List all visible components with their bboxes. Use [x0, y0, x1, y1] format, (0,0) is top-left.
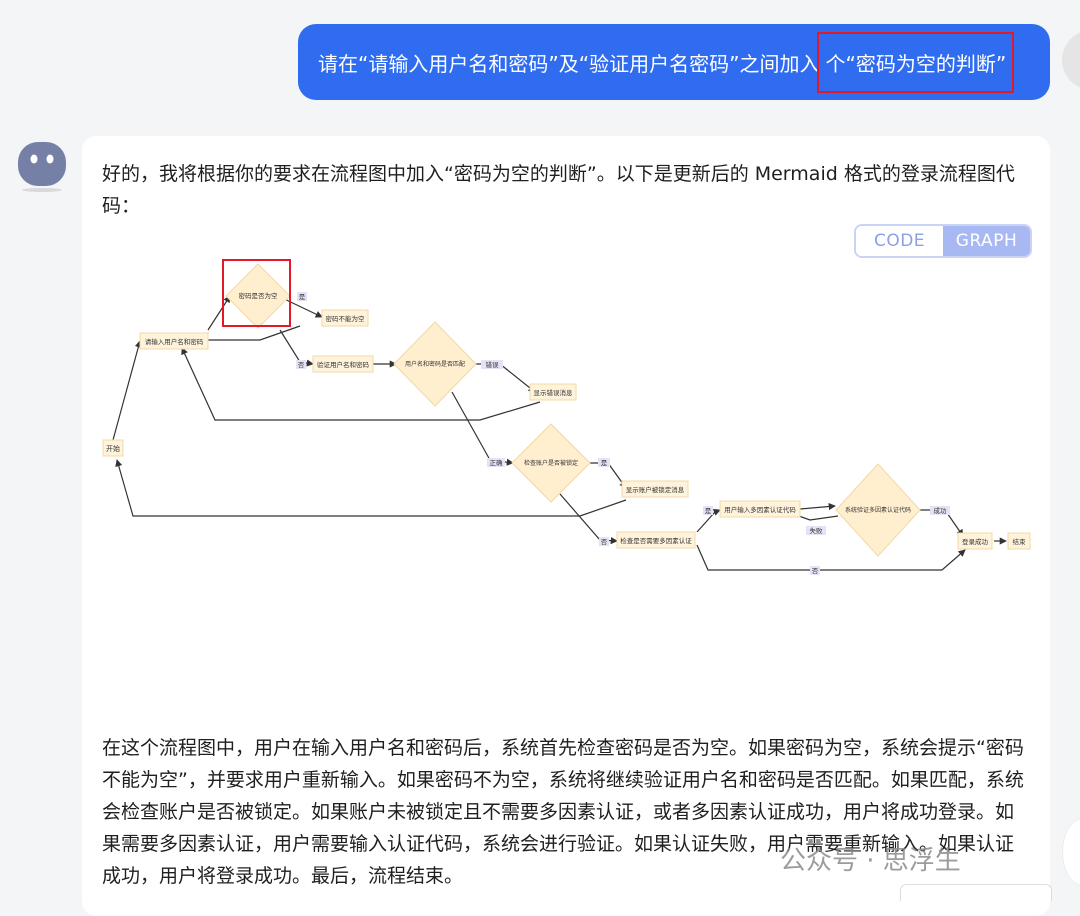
- avatar-shadow: [22, 188, 62, 192]
- flow-edges: [112, 295, 1007, 571]
- user-avatar: [1062, 30, 1080, 90]
- node-pwd-empty-msg: 密码不能为空: [321, 309, 369, 327]
- svg-text:否: 否: [601, 538, 608, 546]
- scroll-button[interactable]: [1062, 818, 1080, 886]
- assistant-avatar-icon: [18, 142, 66, 186]
- assistant-answer-card: 好的，我将根据你的要求在流程图中加入“密码为空的判断”。以下是更新后的 Merm…: [82, 136, 1050, 916]
- svg-text:显示账户被锁定消息: 显示账户被锁定消息: [626, 485, 685, 494]
- svg-text:请输入用户名和密码: 请输入用户名和密码: [145, 337, 204, 346]
- svg-text:正确: 正确: [490, 458, 504, 467]
- svg-text:成功: 成功: [934, 506, 948, 515]
- svg-text:开始: 开始: [106, 444, 120, 453]
- message-toolbar[interactable]: [900, 884, 1052, 901]
- svg-text:错误: 错误: [486, 360, 500, 369]
- node-match: 用户名和密码是否匹配: [393, 321, 477, 407]
- graph-tab[interactable]: GRAPH: [943, 226, 1030, 256]
- node-mfa-verify: 系统验证多因素认证代码: [835, 463, 921, 557]
- svg-text:是: 是: [601, 459, 608, 467]
- login-flowchart: 开始 请输入用户名和密码 密码是否为空 密码不能为空 验证用户名和密码 用户名和…: [102, 259, 1031, 575]
- node-locked-msg: 显示账户被锁定消息: [621, 480, 689, 498]
- highlight-box: [222, 259, 291, 327]
- svg-text:否: 否: [812, 567, 819, 575]
- svg-text:是: 是: [299, 293, 306, 301]
- svg-text:验证用户名和密码: 验证用户名和密码: [317, 360, 370, 369]
- node-mfa-check: 检查是否需要多因素认证: [616, 531, 696, 549]
- answer-explanation: 在这个流程图中，用户在输入用户名和密码后，系统首先检查密码是否为空。如果密码为空…: [102, 737, 1024, 887]
- user-message-text: 请在“请输入用户名和密码”及“验证用户名密码”之间加入: [318, 51, 820, 76]
- node-verify: 验证用户名和密码: [312, 355, 374, 373]
- svg-text:用户名和密码是否匹配: 用户名和密码是否匹配: [405, 360, 465, 368]
- svg-text:失败: 失败: [810, 526, 824, 535]
- svg-text:密码不能为空: 密码不能为空: [326, 314, 366, 323]
- node-end: 结束: [1007, 532, 1031, 550]
- node-success: 登录成功: [957, 532, 993, 550]
- edge-labels: 是 否 错误 正确 是 否 是 成功 失败 否: [296, 292, 950, 575]
- svg-text:显示错误消息: 显示错误消息: [534, 388, 574, 397]
- node-start: 开始: [102, 439, 124, 457]
- code-graph-toggle[interactable]: CODE GRAPH: [854, 224, 1032, 258]
- svg-text:检查账户是否被锁定: 检查账户是否被锁定: [524, 459, 578, 467]
- watermark: 公众号 · 思浮生: [780, 846, 961, 876]
- node-mfa-input: 用户输入多因素认证代码: [719, 500, 801, 518]
- svg-text:结束: 结束: [1013, 537, 1027, 546]
- svg-text:系统验证多因素认证代码: 系统验证多因素认证代码: [845, 506, 911, 514]
- svg-text:检查是否需要多因素认证: 检查是否需要多因素认证: [620, 536, 692, 545]
- node-error-msg: 显示错误消息: [529, 383, 577, 401]
- svg-text:登录成功: 登录成功: [962, 537, 989, 546]
- svg-text:是: 是: [705, 507, 712, 515]
- code-tab[interactable]: CODE: [856, 226, 943, 256]
- svg-text:密码是否为空: 密码是否为空: [239, 291, 279, 300]
- node-input: 请输入用户名和密码: [139, 332, 209, 350]
- svg-text:否: 否: [298, 361, 305, 369]
- user-message-bubble: 请在“请输入用户名和密码”及“验证用户名密码”之间加入个“密码为空的判断”: [298, 24, 1050, 100]
- node-locked-check: 检查账户是否被锁定: [511, 423, 591, 503]
- svg-text:用户输入多因素认证代码: 用户输入多因素认证代码: [724, 505, 796, 514]
- node-pwd-empty: 密码是否为空: [225, 263, 291, 329]
- highlighted-text: 个“密码为空的判断”: [817, 31, 1015, 93]
- answer-intro: 好的，我将根据你的要求在流程图中加入“密码为空的判断”。以下是更新后的 Merm…: [102, 163, 1015, 217]
